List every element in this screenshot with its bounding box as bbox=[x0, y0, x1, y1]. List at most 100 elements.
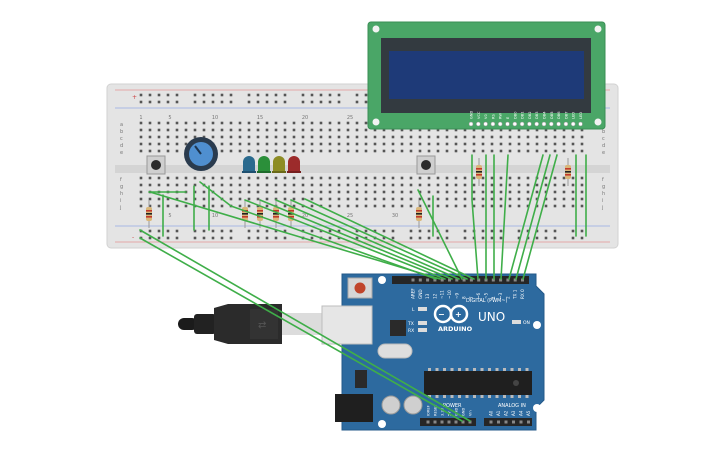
breadboard-hole bbox=[283, 236, 287, 240]
wire-led-4[interactable] bbox=[290, 199, 468, 280]
jumper-wires[interactable] bbox=[139, 154, 587, 422]
wire-button-left-signal[interactable] bbox=[149, 191, 441, 280]
usb-cable[interactable]: ⇄ bbox=[178, 304, 322, 344]
wire-5v[interactable] bbox=[139, 229, 471, 422]
digital-pin-header[interactable] bbox=[392, 276, 529, 284]
led-body[interactable] bbox=[258, 156, 270, 172]
lcd-pin[interactable] bbox=[534, 121, 539, 127]
breadboard-hole bbox=[166, 121, 170, 125]
digital-pin[interactable] bbox=[426, 278, 430, 282]
power-pin[interactable] bbox=[433, 420, 437, 424]
power-pin[interactable] bbox=[440, 420, 444, 424]
lcd-pin[interactable] bbox=[527, 121, 532, 127]
wire-led-1[interactable] bbox=[244, 199, 446, 280]
lcd-pin[interactable] bbox=[468, 121, 474, 127]
digital-pin[interactable] bbox=[484, 278, 488, 282]
power-pin[interactable] bbox=[461, 420, 465, 424]
lcd-pin[interactable] bbox=[549, 121, 554, 127]
led-rx-label: RX bbox=[408, 328, 414, 334]
digital-pin[interactable] bbox=[455, 278, 459, 282]
pushbutton-left[interactable] bbox=[146, 155, 166, 175]
lcd-pin[interactable] bbox=[505, 121, 510, 127]
digital-pin[interactable] bbox=[440, 278, 444, 282]
wire-lcd-rs[interactable] bbox=[471, 154, 479, 280]
digital-pin[interactable] bbox=[499, 278, 503, 282]
analog-pin-label: A2 bbox=[504, 410, 509, 416]
wire-gnd[interactable] bbox=[139, 237, 463, 422]
wire-lcd-db6[interactable] bbox=[508, 154, 544, 280]
pushbutton-right[interactable] bbox=[416, 155, 436, 175]
lcd-pin[interactable] bbox=[483, 121, 488, 127]
digital-pin[interactable] bbox=[462, 278, 466, 282]
lcd-pin[interactable] bbox=[490, 121, 496, 127]
lcd-pin[interactable] bbox=[556, 121, 561, 127]
lcd-pin[interactable] bbox=[570, 121, 576, 127]
breadboard-hole bbox=[319, 142, 323, 146]
wire-lcd-aux[interactable] bbox=[522, 154, 558, 280]
led-red[interactable] bbox=[287, 156, 301, 173]
led-body[interactable] bbox=[288, 156, 300, 172]
breadboard-hole bbox=[355, 197, 359, 201]
power-pin[interactable] bbox=[468, 420, 472, 424]
led-blue[interactable] bbox=[242, 156, 256, 173]
breadboard-hole bbox=[391, 142, 395, 146]
reset-button-cap[interactable] bbox=[354, 282, 366, 294]
wire-button-right-signal[interactable] bbox=[417, 189, 463, 280]
lcd-pin[interactable] bbox=[476, 121, 481, 127]
breadboard-hole bbox=[526, 142, 530, 146]
digital-pin[interactable] bbox=[521, 278, 524, 282]
breadboard-hole bbox=[157, 236, 161, 240]
digital-pin[interactable] bbox=[418, 278, 422, 282]
power-pin[interactable] bbox=[454, 420, 458, 424]
analog-pin[interactable] bbox=[512, 420, 515, 424]
led-body[interactable] bbox=[273, 156, 285, 172]
digital-pin-label: 12 bbox=[432, 293, 437, 299]
breadboard-hole bbox=[517, 190, 521, 194]
analog-pin[interactable] bbox=[489, 420, 493, 424]
analog-pin[interactable] bbox=[497, 420, 500, 424]
lcd-pin[interactable] bbox=[497, 121, 503, 127]
lcd-pin[interactable] bbox=[563, 121, 569, 127]
digital-pin[interactable] bbox=[491, 278, 495, 282]
digital-pin[interactable] bbox=[411, 278, 415, 282]
pushbutton-cap[interactable] bbox=[421, 160, 431, 170]
lcd-pin[interactable] bbox=[519, 121, 525, 127]
wire-lcd-db7[interactable] bbox=[515, 154, 551, 280]
breadboard-hole bbox=[499, 135, 503, 139]
digital-pin[interactable] bbox=[448, 278, 451, 282]
wire-led-3[interactable] bbox=[275, 199, 460, 280]
breadboard-hole bbox=[319, 190, 323, 194]
arduino-uno-board[interactable]: − + ARDUINO UNO DIGITAL (PWM~) POWER ANA… bbox=[321, 273, 545, 431]
power-pin[interactable] bbox=[426, 420, 430, 424]
wire-led-2[interactable] bbox=[259, 199, 453, 280]
pushbutton-cap[interactable] bbox=[151, 160, 161, 170]
digital-pin[interactable] bbox=[506, 278, 510, 282]
led-green[interactable] bbox=[257, 156, 271, 173]
digital-pin[interactable] bbox=[433, 278, 437, 282]
led-body[interactable] bbox=[243, 156, 255, 172]
lcd-pin[interactable] bbox=[578, 121, 583, 127]
digital-pin[interactable] bbox=[477, 278, 481, 282]
lcd-pin[interactable] bbox=[541, 121, 547, 127]
breadboard-hole bbox=[526, 176, 530, 180]
breadboard-hole bbox=[238, 176, 242, 180]
breadboard-hole bbox=[247, 135, 251, 139]
breadboard-hole bbox=[220, 149, 224, 153]
wire-lcd-db5[interactable] bbox=[500, 154, 509, 280]
breadboard-hole bbox=[175, 197, 179, 201]
digital-pin[interactable] bbox=[469, 278, 473, 282]
breadboard-hole bbox=[247, 142, 251, 146]
analog-pin[interactable] bbox=[504, 420, 508, 424]
analog-pin[interactable] bbox=[519, 420, 523, 424]
wire-pot-signal[interactable] bbox=[199, 181, 437, 280]
digital-pin[interactable] bbox=[513, 278, 517, 282]
potentiometer[interactable] bbox=[184, 137, 218, 171]
lcd-pin[interactable] bbox=[512, 121, 518, 127]
analog-pin[interactable] bbox=[527, 420, 530, 424]
led-olive[interactable] bbox=[272, 156, 286, 173]
power-pin[interactable] bbox=[447, 420, 451, 424]
wire-led-common[interactable] bbox=[304, 198, 475, 280]
